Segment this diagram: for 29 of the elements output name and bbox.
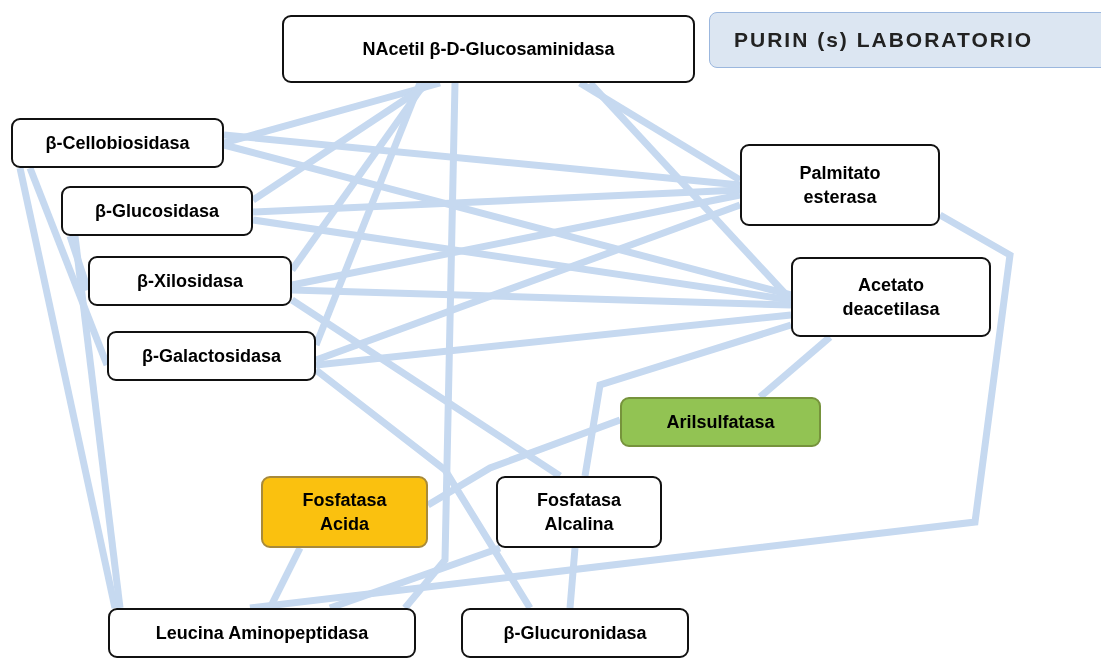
connector-line	[291, 286, 792, 309]
connector-line	[252, 216, 792, 304]
connector-line	[290, 297, 562, 479]
enzyme-box: β-Cellobiosidasa	[11, 118, 224, 168]
enzyme-box: Palmitato esterasa	[740, 144, 940, 226]
connector-line	[291, 191, 741, 289]
enzyme-box: NAcetil β-D-Glucosaminidasa	[282, 15, 695, 83]
connector-line	[315, 311, 792, 369]
connector-line	[402, 82, 459, 611]
connector-line	[581, 321, 793, 477]
enzyme-box: Leucina Aminopeptidasa	[108, 608, 416, 658]
connector-line	[566, 547, 579, 609]
enzyme-box: Fosfatasa Alcalina	[496, 476, 662, 548]
connector-line	[16, 167, 119, 609]
title-box: PURIN (s) LABORATORIO	[709, 12, 1101, 68]
enzyme-box: β-Glucosidasa	[61, 186, 253, 236]
enzyme-box: β-Galactosidasa	[107, 331, 316, 381]
enzyme-box: β-Xilosidasa	[88, 256, 292, 306]
enzyme-box: Acetato deacetilasa	[791, 257, 991, 337]
connector-line	[757, 334, 833, 400]
connector-line	[252, 186, 741, 216]
connector-line	[578, 80, 742, 183]
connector-line	[223, 131, 741, 189]
connector-line	[426, 416, 622, 508]
enzyme-box: β-Glucuronidasa	[461, 608, 689, 658]
connector-line	[71, 235, 124, 609]
connector-line	[314, 201, 742, 364]
enzyme-box: Fosfatasa Acida	[261, 476, 428, 548]
enzyme-box: Arilsulfatasa	[620, 397, 821, 447]
